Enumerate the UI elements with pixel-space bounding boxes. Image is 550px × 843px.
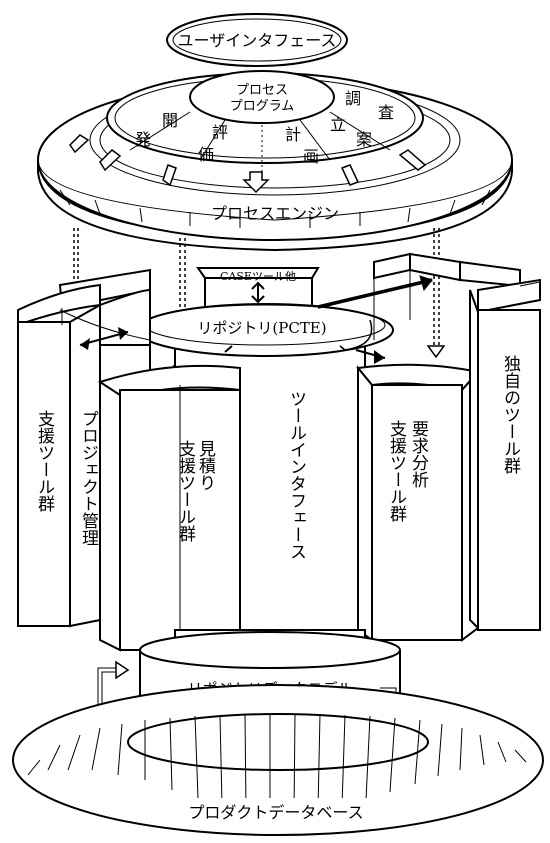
project-management-label: プロジェクト管理: [78, 410, 99, 546]
planning-label-1: 計: [285, 125, 301, 144]
support-tools-label: 支援ツール群: [34, 410, 55, 512]
survey-label-1: 調: [345, 89, 361, 108]
requirements-panel: 要求分析 支援ツール群: [355, 349, 480, 642]
own-tools-label: 独自のツール群: [500, 355, 521, 474]
estimation-label-2: 支援ツール群: [175, 440, 196, 542]
repository-disk: リポジトリ(PCTE): [136, 303, 394, 357]
plan-label-2: 案: [356, 130, 372, 149]
process-program-label-2: プログラム: [230, 99, 295, 114]
plan-label-1: 立: [330, 115, 346, 134]
own-tools-tower: 独自のツール群: [373, 252, 541, 631]
case-tools-label: CASEツール他: [220, 270, 296, 283]
develop-label-1: 発: [135, 130, 151, 149]
process-engine-dish: プロセス プログラム 調 査 立 案 発 開 評 価 計 画 プロセスエンジン: [37, 70, 513, 252]
process-engine-label: プロセスエンジン: [211, 204, 339, 223]
case-to-own-tools-arrow: [317, 278, 433, 309]
user-interface-label: ユーザインタフェース: [178, 31, 337, 50]
evaluate-label-1: 評: [212, 123, 228, 142]
user-interface-oval: ユーザインタフェース: [166, 13, 348, 67]
process-program-label-1: プロセス: [236, 83, 288, 98]
develop-label-2: 開: [162, 111, 178, 130]
repository-label: リポジトリ(PCTE): [197, 319, 326, 337]
estimation-panel: 見積り 支援ツール群: [98, 364, 241, 652]
product-database-label: プロダクトデータベース: [188, 803, 363, 822]
survey-label-2: 査: [378, 103, 394, 122]
tool-interface-label: ツールインタフェース: [286, 390, 306, 560]
planning-label-2: 画: [303, 147, 319, 166]
requirements-label-1: 要求分析: [408, 420, 429, 488]
product-database-torus: プロダクトデータベース: [12, 684, 544, 836]
estimation-label-1: 見積り: [195, 440, 216, 491]
requirements-label-2: 支援ツール群: [386, 420, 407, 522]
evaluate-label-2: 価: [198, 145, 214, 164]
